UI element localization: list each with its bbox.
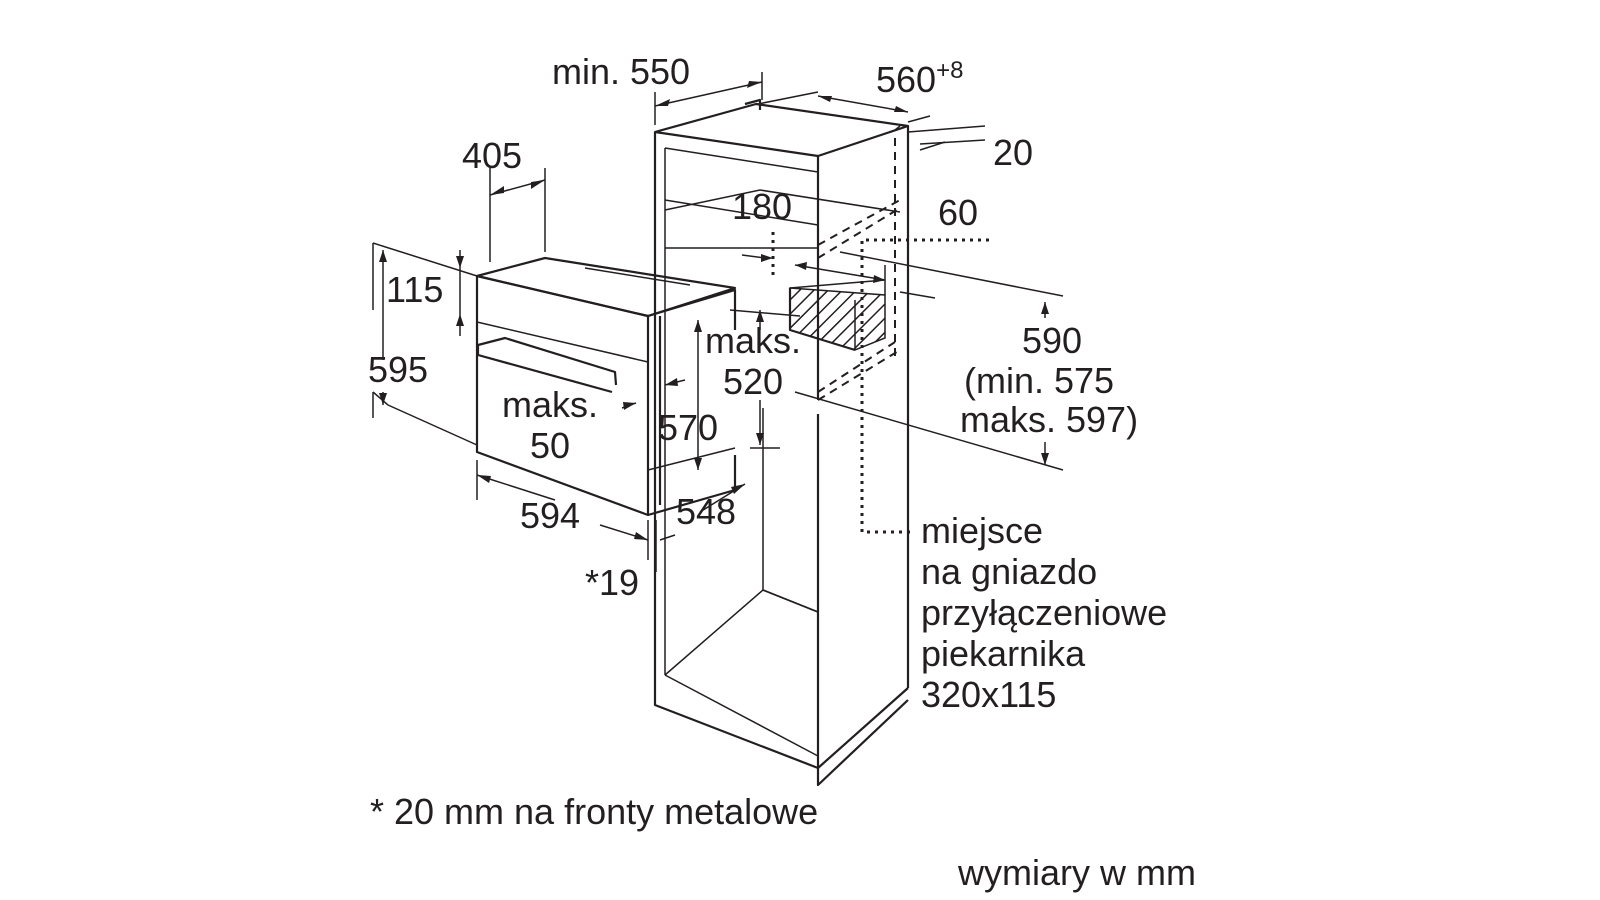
label-door-depth-top: maks.: [501, 384, 598, 425]
units-note: wymiary w mm: [958, 852, 1196, 893]
label-cabinet-depth: min. 550: [552, 51, 691, 92]
footnote: * 20 mm na fronty metalowe: [370, 791, 819, 832]
socket-note-line: miejsce: [921, 510, 1044, 551]
label-vent-gap: 180: [732, 186, 793, 227]
label-niche-width-value: 560: [876, 59, 937, 100]
label-door-depth-value: 50: [529, 425, 571, 466]
label-niche-height-max: maks. 597): [960, 399, 1139, 440]
socket-note-line: 320x115: [921, 674, 1057, 715]
label-niche-width-tolerance: +8: [936, 57, 964, 84]
label-oven-height: 595: [368, 349, 429, 390]
label-niche-max: maks. 520: [694, 320, 812, 402]
tall-cabinet: [653, 98, 910, 787]
socket-zone: [788, 279, 886, 352]
label-inner-depth: 548: [676, 491, 737, 532]
label-socket-offset: 60: [938, 192, 979, 233]
socket-note: miejsce na gniazdo przyłączeniowe piekar…: [921, 510, 1167, 715]
label-niche-height-value: 590: [1021, 320, 1083, 361]
label-panel-height: 115: [386, 269, 444, 310]
label-niche-max-value: 520: [722, 361, 784, 402]
oven: [475, 256, 737, 517]
socket-note-line: piekarnika: [921, 633, 1086, 674]
socket-note-line: na gniazdo: [921, 551, 1098, 592]
label-niche-height: 590: [1000, 320, 1104, 361]
label-niche-height-min: (min. 575: [964, 360, 1115, 401]
label-oven-width: 594: [520, 495, 581, 536]
label-oven-depth: 405: [462, 135, 523, 176]
label-niche-max-top: maks.: [704, 320, 801, 361]
label-front-thickness: *19: [585, 562, 640, 603]
label-back-gap: 20: [993, 132, 1034, 173]
label-door-depth: maks. 50: [490, 384, 610, 466]
socket-note-line: przyłączeniowe: [921, 592, 1168, 633]
label-niche-width: 560+8: [876, 57, 964, 100]
dimension-lines: [372, 72, 1064, 572]
label-oven-inner-depth: 570: [658, 407, 719, 448]
